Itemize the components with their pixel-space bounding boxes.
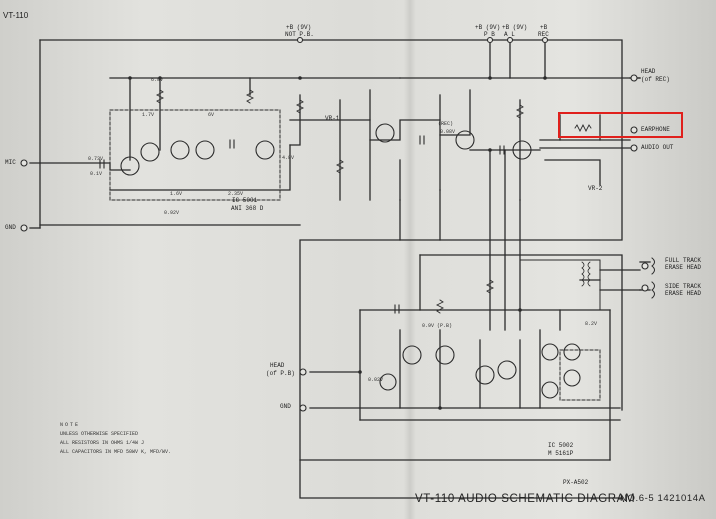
power-label-not-pb: +B (9V) [286,24,312,31]
board-label: PX-A502 [563,479,589,486]
mic-label: MIC [5,159,16,166]
ic5002-part: M 5161P [548,450,574,457]
notes-line-3: ALL CAPACITORS IN MFD 50WV K, MFD/WV. [60,449,172,455]
rec-letters: REC [538,31,549,38]
voltage-4-8: 4.8V [282,155,295,161]
notes-heading: NOTE [60,422,81,428]
head-pb-sub-label: (of P.B) [266,370,295,377]
ic5001-part: ANI 368 D [231,205,264,212]
earphone-highlight-box [558,112,683,138]
power-label-rec: +B [540,24,548,31]
power-label-pb: +B (9V) [475,24,501,31]
al-letters: A L [504,31,515,38]
voltage-0-9-pb: 0.9V (P.B) [422,323,453,329]
vr1-label: VR-1 [325,115,340,122]
voltage-0-92: 0.92V [164,210,180,216]
audio-out-label: AUDIO OUT [641,144,674,151]
voltage-0-02: 0.02V [368,377,384,383]
voltage-6: 6V [208,112,215,118]
power-label-al: +B (9V) [502,24,528,31]
corner-model-label: VT-110 [3,11,29,20]
full-track-label: FULL TRACK [665,257,702,264]
voltage-0-1: 0.1V [90,171,103,177]
gnd-left-label: GND [5,224,16,231]
diagram-title: VT-110 AUDIO SCHEMATIC DIAGRAM [415,493,636,505]
voltage-2-35: 2.35V [228,191,244,197]
earphone-label: EARPHONE [641,126,670,133]
full-track-sub-label: ERASE HEAD [665,264,702,271]
notes-line-2: ALL RESISTORS IN OHMS 1/4W J [60,440,145,446]
diagram-number: NO.6-5 1421014A [620,493,706,504]
head-rec-sub-label: (of REC) [641,76,670,83]
voltage-1-7: 1.7V [142,112,155,118]
gnd-lower-label: GND [280,403,291,410]
voltage-0-08: 0.08V [440,129,456,135]
rec-tag: (REC) [438,121,454,127]
pb-letters: P B [484,31,495,38]
voltage-6-8: 6.8V [151,77,164,83]
voltage-8-2: 8.2V [585,321,598,327]
paper-fold [404,0,416,519]
vr2-label: VR-2 [588,185,603,192]
power-label-not-pb-sub: NOT P.B. [285,31,314,38]
ic5001-name: IC 5001 [232,197,258,204]
voltage-1-6: 1.6V [170,191,183,197]
side-track-label: SIDE TRACK [665,283,702,290]
head-pb-label: HEAD [270,362,285,369]
voltage-0-73: 0.73V [88,156,104,162]
ic5002-name: IC 5002 [548,442,574,449]
head-rec-label: HEAD [641,68,656,75]
side-track-sub-label: ERASE HEAD [665,290,702,297]
notes-line-1: UNLESS OTHERWISE SPECIFIED [60,431,139,437]
